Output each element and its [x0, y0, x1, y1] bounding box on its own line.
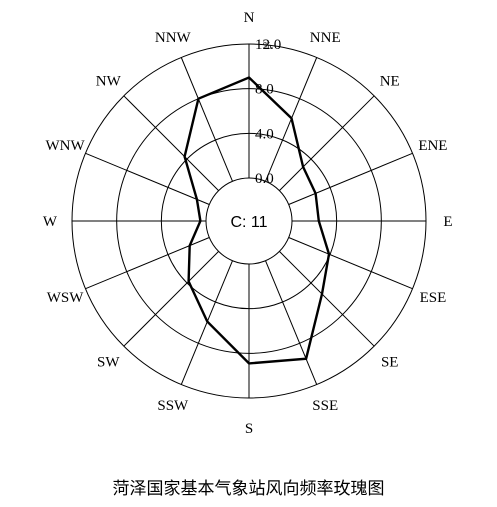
tick-label-2: 8.0: [255, 82, 274, 98]
spoke-se: [279, 251, 375, 347]
spoke-wnw: [85, 152, 210, 205]
spoke-ene: [288, 152, 413, 205]
direction-labels: N NNE NE ENE E ESE SE SSE S SSW SW WSW W WNW NW NNW: [43, 10, 453, 437]
direction-label-w: W: [43, 214, 58, 230]
data-point-ese: [328, 253, 330, 255]
data-point-ssw: [206, 320, 209, 323]
calm-label: C: 11: [230, 214, 267, 231]
spoke-ne: [279, 95, 375, 191]
data-point-nne: [290, 117, 293, 120]
data-point-sse: [305, 357, 307, 360]
chart-title: 菏泽国家基本气象站风向频率玫瑰图: [112, 479, 385, 499]
direction-label-ese: ESE: [420, 290, 447, 306]
direction-label-nw: NW: [96, 73, 122, 89]
tick-label-0: 0.0: [255, 171, 274, 187]
spoke-sw: [123, 251, 219, 347]
direction-label-ssw: SSW: [157, 398, 189, 414]
direction-label-sw: SW: [97, 355, 120, 371]
direction-label-wnw: WNW: [46, 138, 86, 154]
data-point-wsw: [188, 244, 191, 247]
data-point-se: [321, 293, 323, 295]
direction-label-ne: NE: [380, 73, 400, 89]
direction-label-e: E: [443, 214, 452, 230]
direction-label-nnw: NNW: [155, 30, 192, 46]
direction-label-se: SE: [381, 355, 399, 371]
data-point-ene: [314, 192, 317, 195]
direction-label-ene: ENE: [418, 138, 447, 154]
data-point-n: [248, 76, 250, 79]
tick-label-1: 4.0: [255, 126, 274, 142]
spoke-nnw: [180, 57, 233, 182]
data-point-wnw: [196, 198, 198, 201]
data-point-sw: [187, 280, 190, 283]
spoke-ese: [288, 237, 413, 290]
spoke-nw: [123, 95, 219, 191]
data-point-nnw: [197, 97, 200, 100]
tick-label-3: 12.0: [255, 37, 281, 53]
data-point-ne: [302, 166, 304, 168]
radial-tick-labels: 0.0 4.0 8.0 12.0: [255, 37, 281, 187]
data-point-s: [248, 362, 250, 365]
frequency-series: [183, 76, 331, 365]
direction-label-s: S: [245, 421, 253, 437]
direction-label-nne: NNE: [310, 30, 341, 46]
direction-label-wsw: WSW: [47, 290, 85, 306]
direction-label-n: N: [244, 10, 255, 26]
spoke-sse: [265, 260, 318, 385]
direction-label-sse: SSE: [312, 398, 338, 414]
unit-label: %: [263, 41, 271, 52]
data-point-nw: [183, 155, 186, 158]
data-point-e: [318, 220, 320, 222]
data-point-w: [199, 220, 202, 222]
